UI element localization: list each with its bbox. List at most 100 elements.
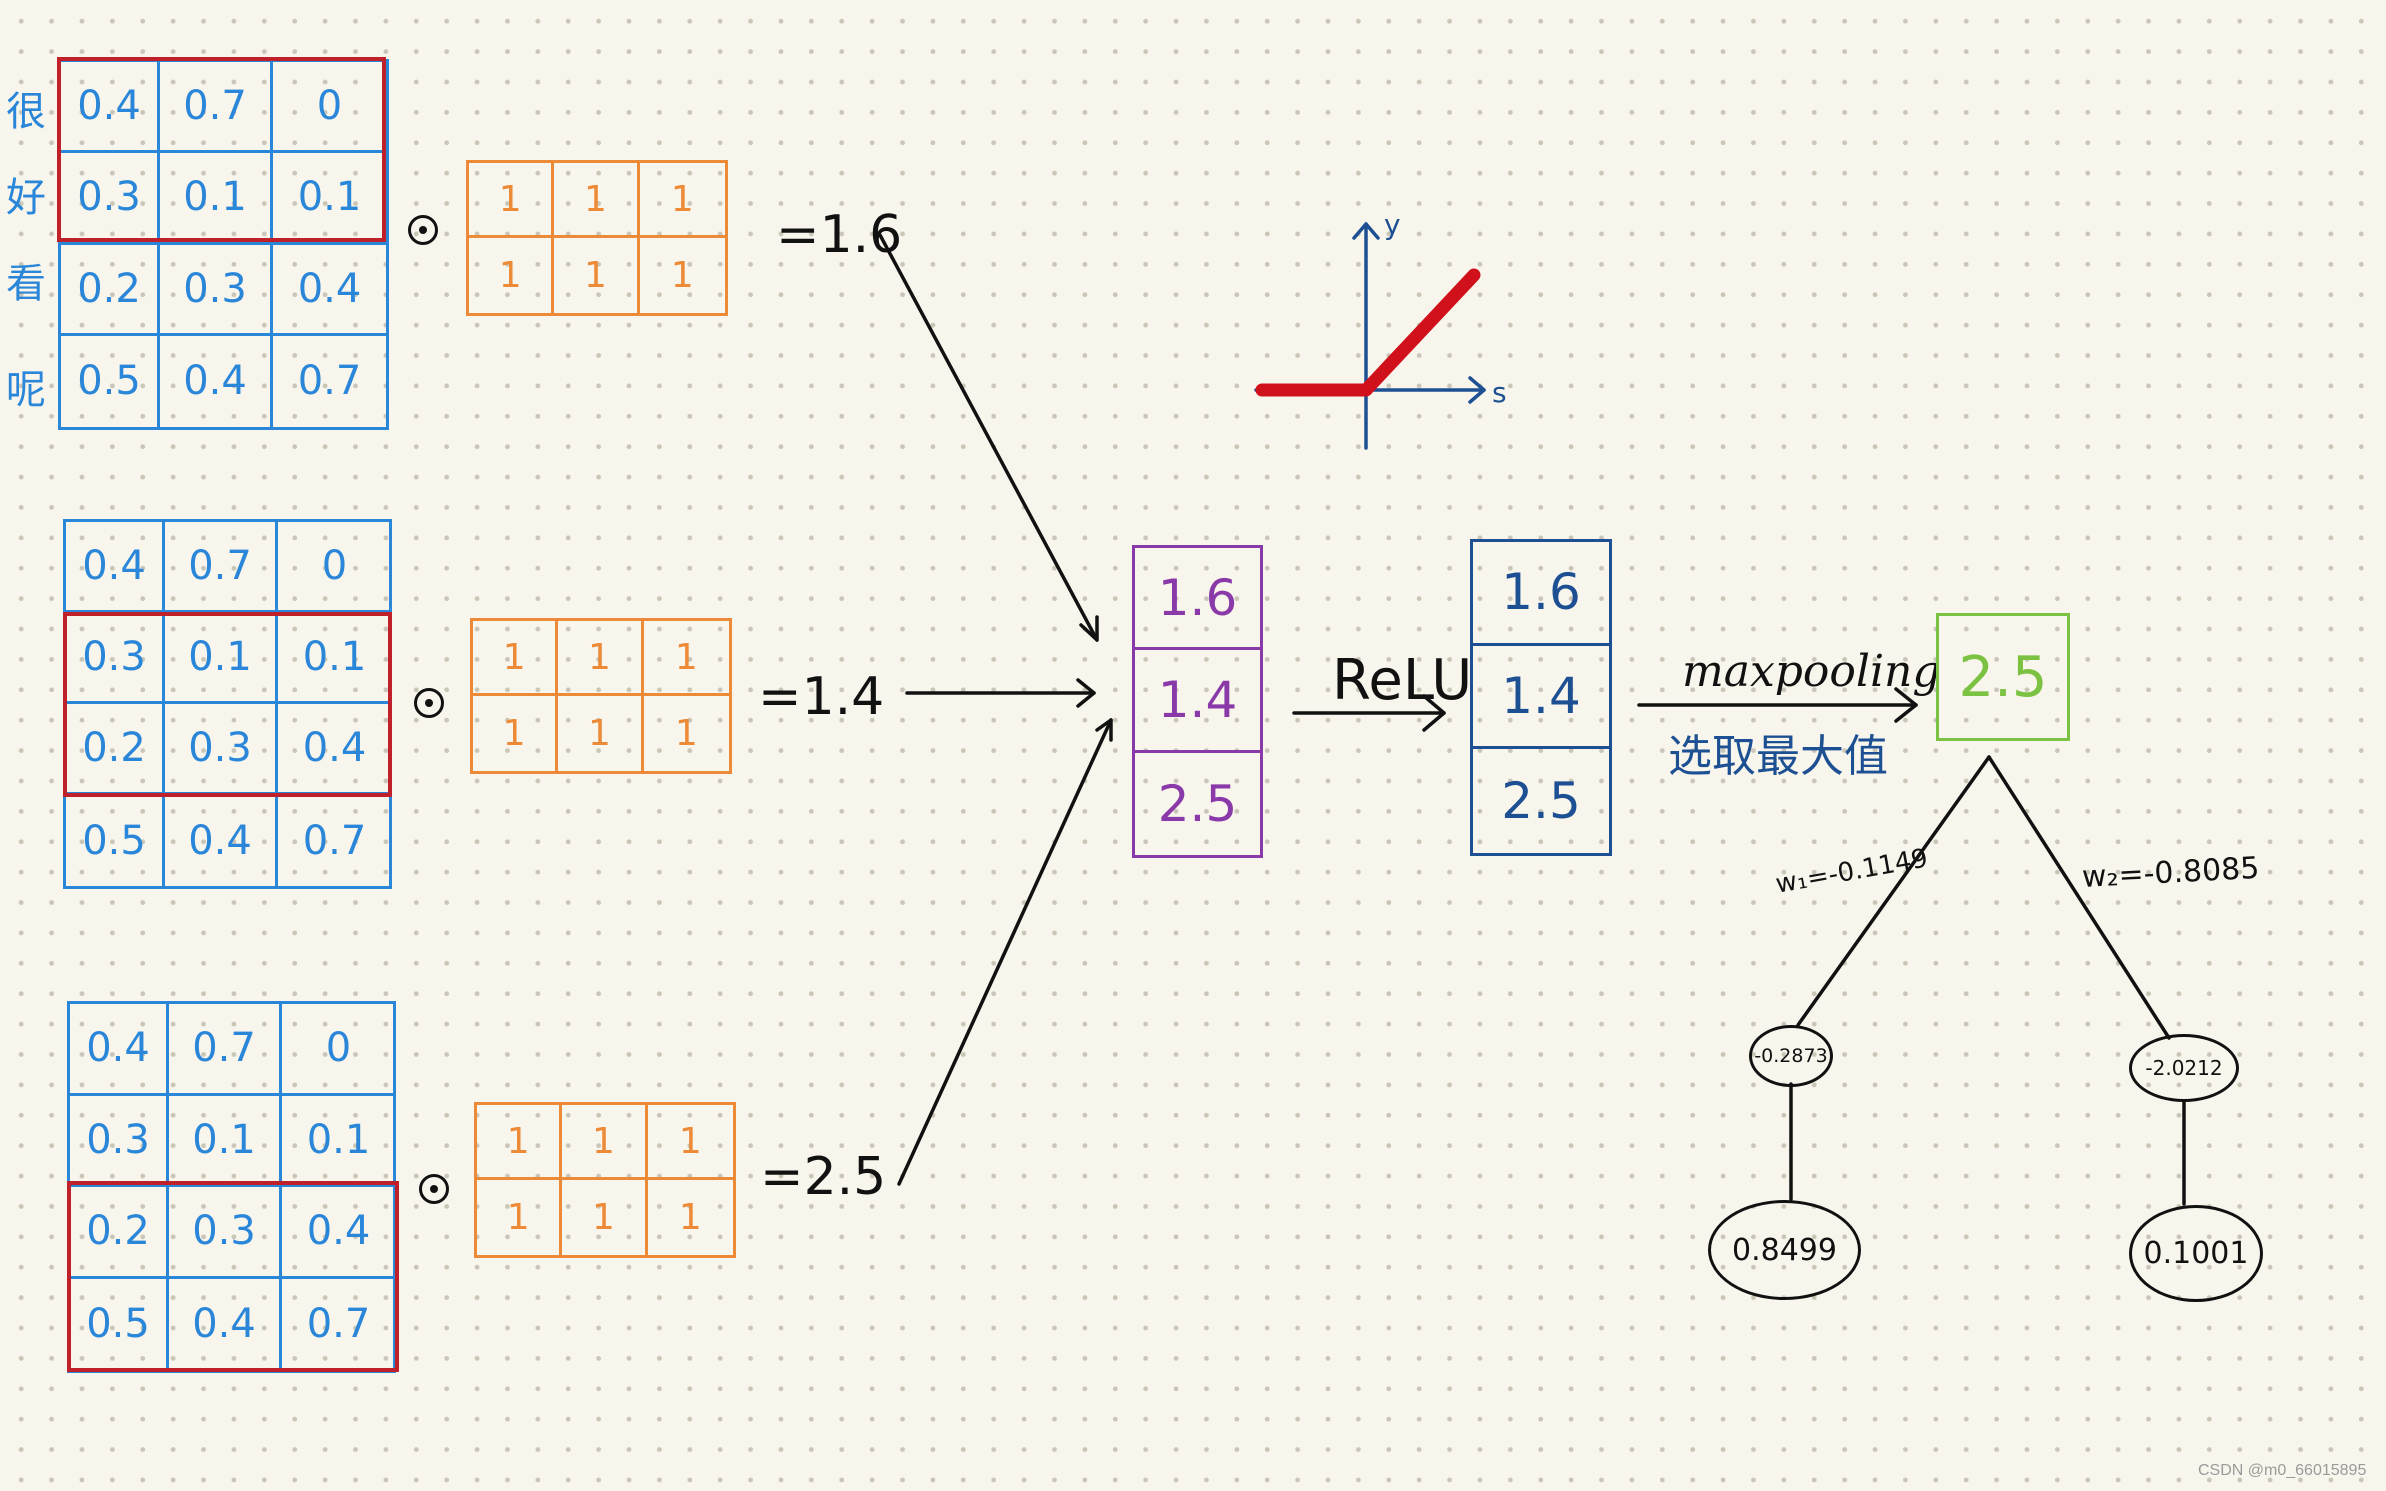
matrix-cell: 0.4 [169,1278,282,1370]
tree-edge-left [1796,755,1991,1027]
hadamard-product-icon [419,1174,449,1204]
matrix-cell: 0.3 [70,1095,169,1187]
matrix-cell: 0.3 [160,244,273,336]
matrix-cell: 0.7 [302,817,367,864]
hidden-node-2: -2.0212 [2129,1034,2239,1102]
relu-y-label: y [1384,212,1401,241]
relu-arrowhead [1422,694,1446,732]
kernel-cell: 1 [473,696,559,771]
matrix-cell: 0.5 [66,795,165,886]
arrowhead-3 [1095,718,1113,742]
conv-result-3: =2.5 [760,1147,887,1207]
maxpool-note: 选取最大值 [1668,731,1888,782]
matrix-cell: 0.1 [165,613,278,704]
kernel-cell: 1 [639,163,725,238]
hidden-node-1: -0.2873 [1749,1025,1833,1087]
convolution-window-3 [67,1181,399,1372]
matrix-cell: 0.5 [70,1278,169,1370]
input-matrix-3: 0.4 0.7 0 0.3 0.1 0.1 0.2 0.3 0.4 0.5 0.… [67,1001,396,1373]
kernel-cell: 1 [469,163,555,238]
hadamard-product-icon [408,215,438,245]
matrix-cell: 0.7 [160,62,273,154]
relu-x-axis-arrowhead [1468,376,1486,404]
relu-label: ReLU [1332,648,1473,713]
matrix-cell: 0.7 [297,358,362,405]
conv-output-cell: 1.4 [1135,650,1260,753]
conv-output-vector: 1.6 1.4 2.5 [1132,545,1263,858]
kernel-cell: 1 [558,696,644,771]
kernel-cell: 1 [558,621,644,696]
maxpool-arrowhead [1894,687,1918,723]
matrix-cell: 0.4 [282,1187,395,1279]
matrix-cell: 0 [282,1004,395,1096]
kernel-cell: 1 [469,238,555,313]
matrix-cell: 0.4 [66,522,165,613]
relu-x-label: s [1492,376,1507,409]
arrowhead-2 [1076,678,1096,708]
kernel-cell: 1 [670,255,694,296]
kernel-3: 1 1 1 1 1 1 [474,1102,736,1258]
relu-y-axis-arrowhead [1352,222,1380,240]
matrix-cell: 0.2 [70,1187,169,1279]
tree-edge-right [1987,755,2171,1040]
matrix-cell: 0.4 [160,335,273,427]
maxpool-output: 2.5 [1936,613,2070,741]
matrix-cell: 0.3 [66,613,165,704]
matrix-cell: 0.1 [169,1095,282,1187]
matrix-cell: 0.1 [273,153,386,245]
kernel-cell: 1 [477,1180,563,1255]
matrix-cell: 0.5 [61,335,160,427]
kernel-cell: 1 [554,238,640,313]
kernel-cell: 1 [562,1105,648,1180]
relu-curve [1255,268,1481,397]
kernel-cell: 1 [643,621,729,696]
input-matrix-1: 0.4 0.7 0 0.3 0.1 0.1 0.2 0.3 0.4 0.5 0.… [58,59,389,430]
watermark: CSDN @m0_66015895 [2198,1462,2367,1479]
matrix-cell: 0 [273,62,386,154]
maxpool-label: maxpooling [1682,646,1941,697]
kernel-cell: 1 [554,163,640,238]
matrix-cell: 0.2 [66,704,165,795]
row-label-4: 呢 [6,367,46,413]
row-label-2: 好 [6,175,46,221]
input-matrix-2: 0.4 0.7 0 0.3 0.1 0.1 0.2 0.3 0.4 0.5 0.… [63,519,392,889]
conv-output-cell: 1.6 [1135,548,1260,651]
matrix-cell: 0.7 [165,522,278,613]
convolution-window-1 [57,57,386,242]
relu-output-vector: 1.6 1.4 2.5 [1470,539,1612,856]
conv-result-2: =1.4 [758,667,885,727]
matrix-cell: 0.4 [273,245,386,336]
matrix-cell: 0.3 [61,153,160,245]
kernel-cell: 1 [473,621,559,696]
matrix-cell: 0.1 [160,153,273,245]
row-label-3: 看 [6,261,46,307]
matrix-cell: 0.4 [61,62,160,154]
row-label-1: 很 [6,89,46,135]
matrix-cell: 0.4 [70,1004,169,1096]
relu-output-cell: 1.4 [1473,646,1609,750]
arrowhead-1 [1079,615,1099,642]
arrow-line-3 [897,718,1113,1186]
kernel-2: 1 1 1 1 1 1 [470,618,732,774]
matrix-cell: 0.1 [282,1096,395,1187]
matrix-cell: 0 [278,522,391,613]
output-node-2: 0.1001 [2129,1205,2263,1302]
matrix-cell: 0.7 [169,1004,282,1096]
matrix-cell: 0.1 [278,613,391,704]
kernel-cell: 1 [562,1180,648,1255]
hadamard-product-icon [414,688,444,718]
output-node-1: 0.8499 [1708,1200,1861,1300]
matrix-cell: 0.3 [169,1187,282,1279]
conv-output-cell: 2.5 [1157,774,1238,833]
matrix-cell: 0.7 [306,1301,371,1348]
convolution-window-2 [63,612,392,797]
kernel-cell: 1 [674,713,698,754]
kernel-1: 1 1 1 1 1 1 [466,160,728,316]
kernel-cell: 1 [678,1197,702,1238]
matrix-cell: 0.4 [165,795,278,886]
relu-output-cell: 2.5 [1501,772,1581,831]
matrix-cell: 0.2 [61,244,160,336]
kernel-cell: 1 [647,1105,733,1180]
arrow-line-1 [878,233,1099,642]
